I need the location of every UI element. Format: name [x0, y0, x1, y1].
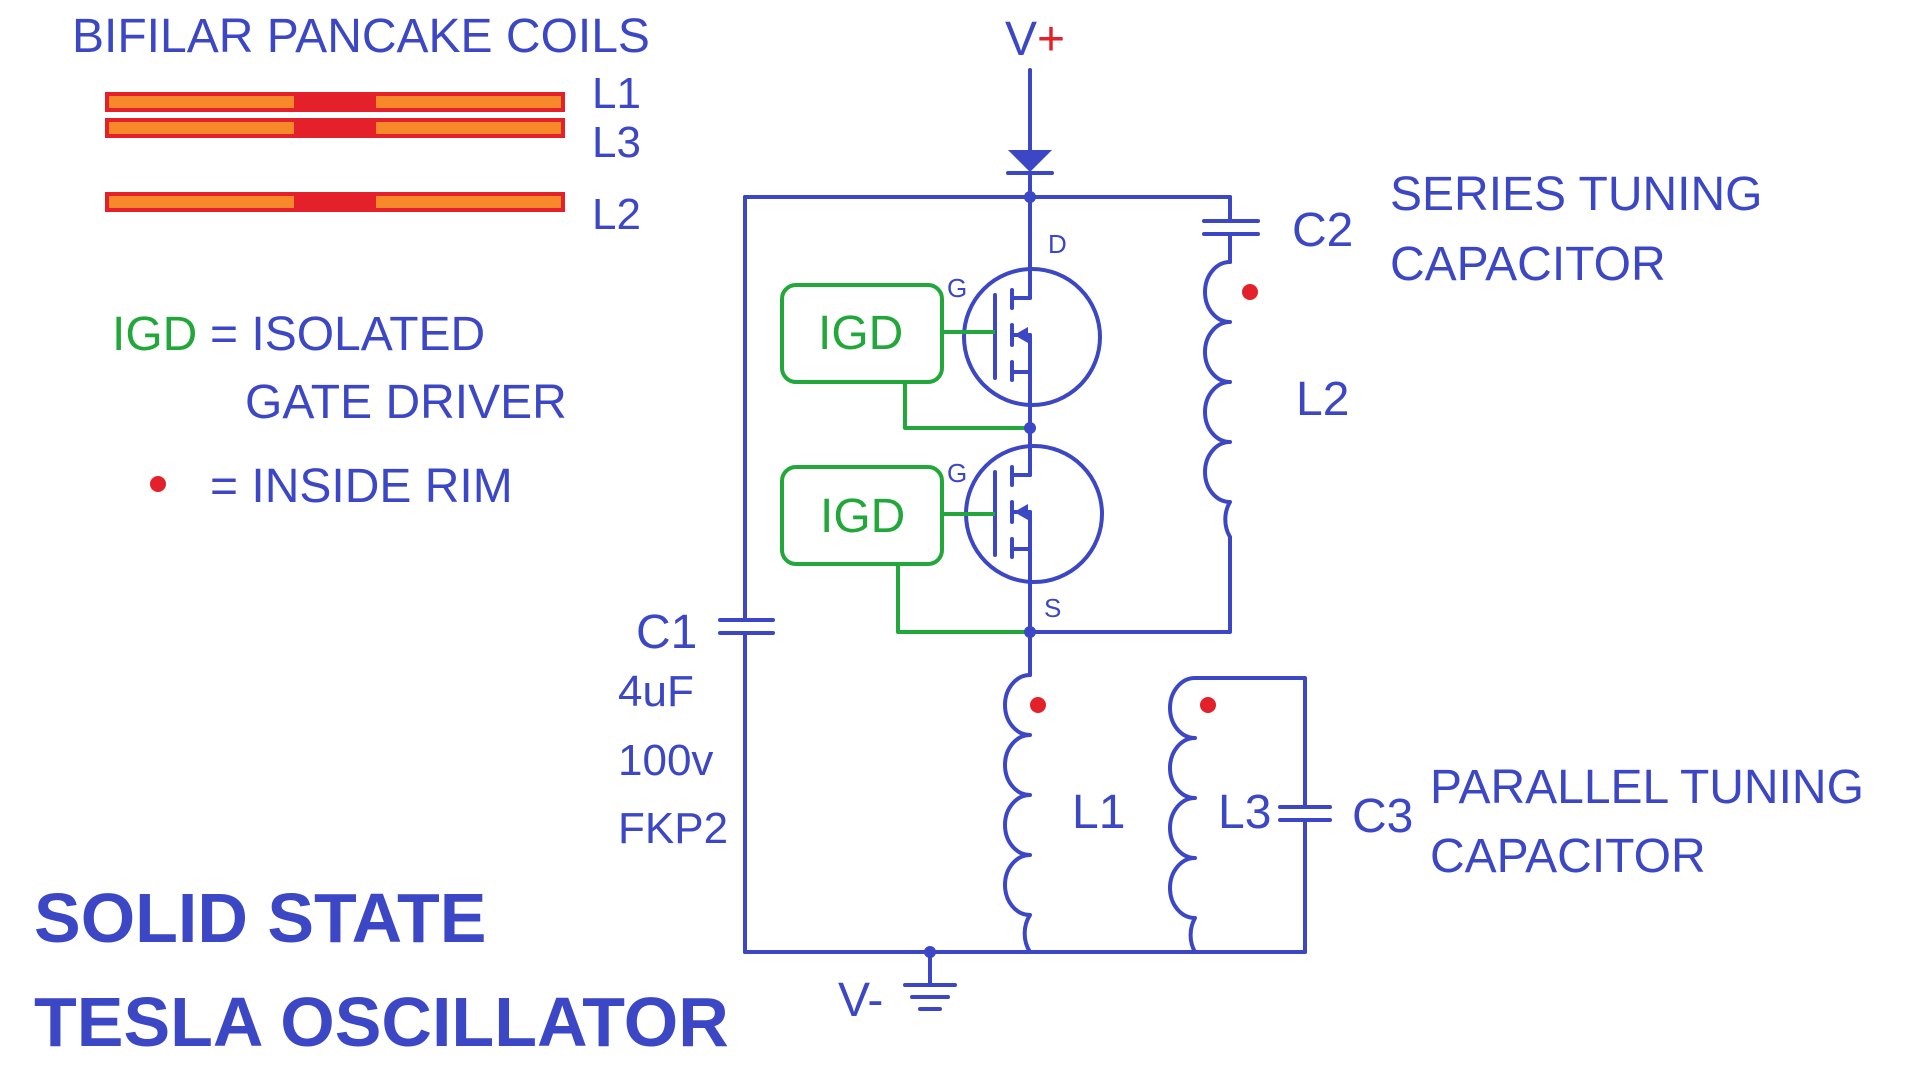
title-line1: SOLID STATE [34, 879, 486, 957]
drain-label: D [1048, 229, 1067, 259]
pancake-coil-l1 [105, 92, 565, 112]
coil-label-l3: L3 [592, 118, 641, 167]
gate-driver-lower: IGD [780, 465, 944, 566]
title-line2: TESLA OSCILLATOR [34, 983, 729, 1061]
mosfet-lower [964, 444, 1104, 634]
l1-inside-rim-dot [1030, 697, 1046, 713]
positive-supply-label: V+ [1005, 13, 1065, 66]
svg-text:IGD: IGD [820, 490, 905, 543]
c1-value: 4uF [618, 667, 694, 716]
legend-igd-abbrev: IGD [112, 308, 197, 361]
l1-name: L1 [1072, 786, 1125, 839]
c2-desc-line1: SERIES TUNING [1390, 168, 1763, 221]
legend-dot-meaning: = INSIDE RIM [210, 460, 513, 513]
c3-name: C3 [1352, 790, 1413, 843]
legend-igd-equals: = ISOLATED [210, 308, 485, 361]
l2-name: L2 [1296, 373, 1349, 426]
inductor-l1 [1003, 673, 1032, 954]
l2-return-wire [1028, 535, 1232, 634]
diode-symbol [1006, 150, 1054, 175]
inductor-l2 [1203, 260, 1232, 539]
c2-name: C2 [1292, 204, 1353, 257]
pancake-coil-l3 [105, 118, 565, 138]
c3-desc-line2: CAPACITOR [1430, 830, 1706, 883]
gate-driver-upper-return [903, 382, 1030, 430]
ground-symbol [903, 950, 957, 1011]
capacitor-c2-symbol [1202, 219, 1260, 236]
legend-igd-line2: GATE DRIVER [245, 376, 567, 429]
coil-label-l2: L2 [592, 190, 641, 239]
coil-label-l1: L1 [592, 69, 641, 118]
inductor-l3 [1168, 676, 1197, 954]
svg-text:V+: V+ [1005, 13, 1065, 66]
gate-driver-lower-return [896, 564, 1030, 634]
gate-label-lower: G [947, 458, 967, 488]
l3-top-wire [1193, 676, 1307, 807]
capacitor-c1-symbol [718, 618, 775, 635]
coils-heading: BIFILAR PANCAKE COILS [72, 10, 650, 63]
c3-desc-line1: PARALLEL TUNING [1430, 761, 1864, 814]
svg-text:IGD: IGD [818, 307, 903, 360]
l3-inside-rim-dot [1200, 697, 1216, 713]
l2-inside-rim-dot [1242, 284, 1258, 300]
gate-label-upper: G [947, 273, 967, 303]
negative-supply-label: V- [838, 974, 883, 1027]
c1-name: C1 [636, 606, 697, 659]
gate-driver-upper: IGD [780, 283, 944, 384]
legend-inside-rim-dot [150, 476, 166, 492]
c1-type: FKP2 [618, 804, 728, 853]
c2-desc-line2: CAPACITOR [1390, 238, 1666, 291]
pancake-coil-l2 [105, 192, 565, 212]
c1-voltage: 100v [618, 736, 713, 785]
mosfet-upper [962, 267, 1102, 427]
l3-name: L3 [1218, 786, 1271, 839]
source-label: S [1044, 593, 1061, 623]
